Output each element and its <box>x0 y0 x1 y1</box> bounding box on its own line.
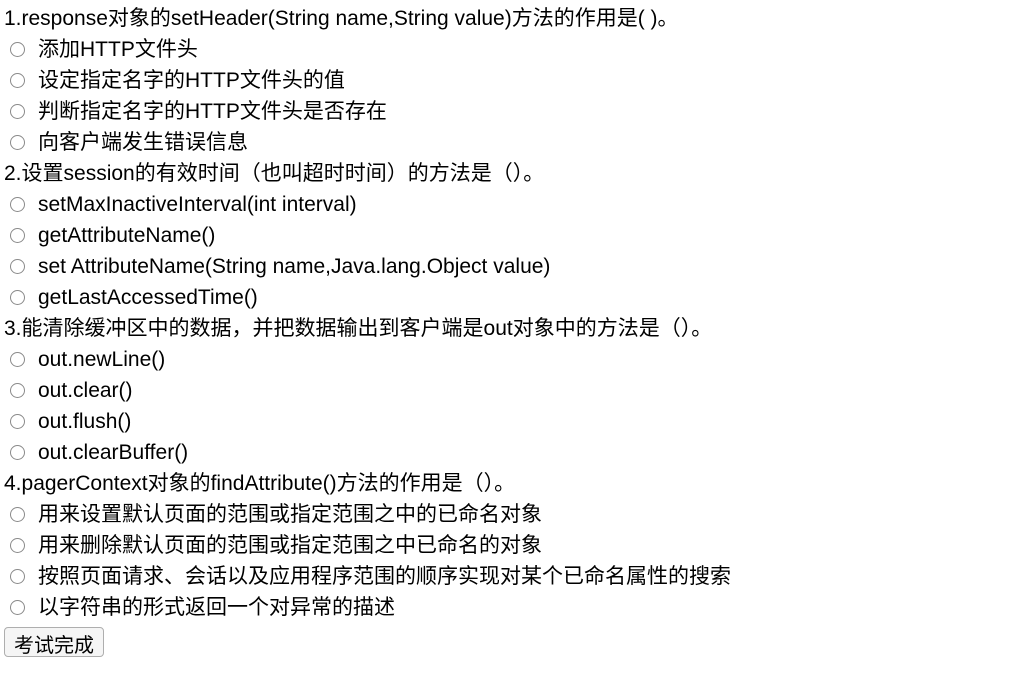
option-label: 用来设置默认页面的范围或指定范围之中的已命名对象 <box>38 503 542 526</box>
option-label: 判断指定名字的HTTP文件头是否存在 <box>38 100 387 123</box>
exam-page: 1.response对象的setHeader(String name,Strin… <box>4 3 1033 657</box>
option-label: out.clear() <box>38 379 133 402</box>
option-row[interactable]: out.clear() <box>4 375 1033 406</box>
radio-button[interactable] <box>10 600 25 615</box>
question-4: 4.pagerContext对象的findAttribute()方法的作用是（）… <box>4 468 1033 623</box>
option-row[interactable]: out.flush() <box>4 406 1033 437</box>
option-label: getAttributeName() <box>38 224 216 247</box>
option-row[interactable]: getAttributeName() <box>4 220 1033 251</box>
radio-button[interactable] <box>10 104 25 119</box>
question-text: 1.response对象的setHeader(String name,Strin… <box>4 7 679 30</box>
option-label: out.newLine() <box>38 348 166 371</box>
radio-button[interactable] <box>10 445 25 460</box>
question-text: 4.pagerContext对象的findAttribute()方法的作用是（）… <box>4 472 516 495</box>
finish-exam-button[interactable]: 考试完成 <box>4 627 104 657</box>
option-row[interactable]: 判断指定名字的HTTP文件头是否存在 <box>4 96 1033 127</box>
option-row[interactable]: 添加HTTP文件头 <box>4 34 1033 65</box>
question-text: 2.设置session的有效时间（也叫超时时间）的方法是（）。 <box>4 162 545 185</box>
option-row[interactable]: 向客户端发生错误信息 <box>4 127 1033 158</box>
option-label: 设定指定名字的HTTP文件头的值 <box>38 69 345 92</box>
question-1: 1.response对象的setHeader(String name,Strin… <box>4 3 1033 158</box>
option-row[interactable]: 设定指定名字的HTTP文件头的值 <box>4 65 1033 96</box>
radio-button[interactable] <box>10 290 25 305</box>
radio-button[interactable] <box>10 135 25 150</box>
option-row[interactable]: setMaxInactiveInterval(int interval) <box>4 189 1033 220</box>
option-label: 以字符串的形式返回一个对异常的描述 <box>38 596 395 619</box>
option-label: setMaxInactiveInterval(int interval) <box>38 193 357 216</box>
radio-button[interactable] <box>10 42 25 57</box>
option-row[interactable]: 用来设置默认页面的范围或指定范围之中的已命名对象 <box>4 499 1033 530</box>
radio-button[interactable] <box>10 414 25 429</box>
option-label: 添加HTTP文件头 <box>38 38 198 61</box>
option-label: out.clearBuffer() <box>38 441 189 464</box>
radio-button[interactable] <box>10 507 25 522</box>
radio-button[interactable] <box>10 383 25 398</box>
option-row[interactable]: set AttributeName(String name,Java.lang.… <box>4 251 1033 282</box>
radio-button[interactable] <box>10 569 25 584</box>
option-label: 按照页面请求、会话以及应用程序范围的顺序实现对某个已命名属性的搜索 <box>38 565 731 588</box>
option-row[interactable]: 按照页面请求、会话以及应用程序范围的顺序实现对某个已命名属性的搜索 <box>4 561 1033 592</box>
question-2: 2.设置session的有效时间（也叫超时时间）的方法是（）。 setMaxIn… <box>4 158 1033 313</box>
radio-button[interactable] <box>10 228 25 243</box>
option-row[interactable]: out.clearBuffer() <box>4 437 1033 468</box>
radio-button[interactable] <box>10 538 25 553</box>
option-label: set AttributeName(String name,Java.lang.… <box>38 255 551 278</box>
option-label: 用来删除默认页面的范围或指定范围之中已命名的对象 <box>38 534 542 557</box>
radio-button[interactable] <box>10 259 25 274</box>
question-3: 3.能清除缓冲区中的数据，并把数据输出到客户端是out对象中的方法是（）。 ou… <box>4 313 1033 468</box>
option-label: out.flush() <box>38 410 132 433</box>
question-text: 3.能清除缓冲区中的数据，并把数据输出到客户端是out对象中的方法是（）。 <box>4 317 713 340</box>
option-label: getLastAccessedTime() <box>38 286 258 309</box>
radio-button[interactable] <box>10 352 25 367</box>
option-label: 向客户端发生错误信息 <box>38 131 248 154</box>
radio-button[interactable] <box>10 73 25 88</box>
option-row[interactable]: out.newLine() <box>4 344 1033 375</box>
radio-button[interactable] <box>10 197 25 212</box>
option-row[interactable]: getLastAccessedTime() <box>4 282 1033 313</box>
option-row[interactable]: 用来删除默认页面的范围或指定范围之中已命名的对象 <box>4 530 1033 561</box>
option-row[interactable]: 以字符串的形式返回一个对异常的描述 <box>4 592 1033 623</box>
